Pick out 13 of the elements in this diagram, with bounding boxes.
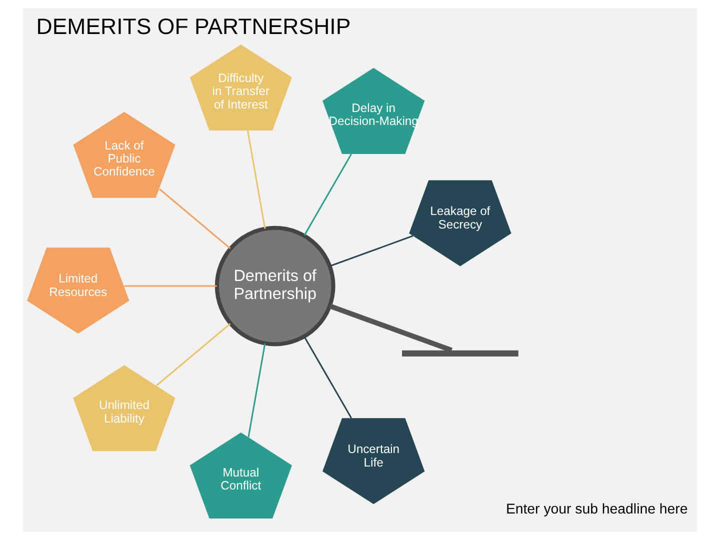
- connector: [330, 235, 414, 267]
- node-bar: [402, 350, 518, 356]
- connector: [248, 343, 266, 438]
- connector: [124, 285, 217, 287]
- connector: [304, 154, 352, 236]
- connector: [156, 323, 231, 386]
- node-circle: Demerits of Partnership: [214, 226, 336, 346]
- connector: [304, 336, 352, 418]
- connector: [246, 130, 266, 229]
- connector: [329, 304, 453, 353]
- label: Enter your sub headline here: [506, 501, 688, 518]
- connector: [159, 188, 231, 249]
- diagram-title: DEMERITS OF PARTNERSHIP: [36, 14, 351, 39]
